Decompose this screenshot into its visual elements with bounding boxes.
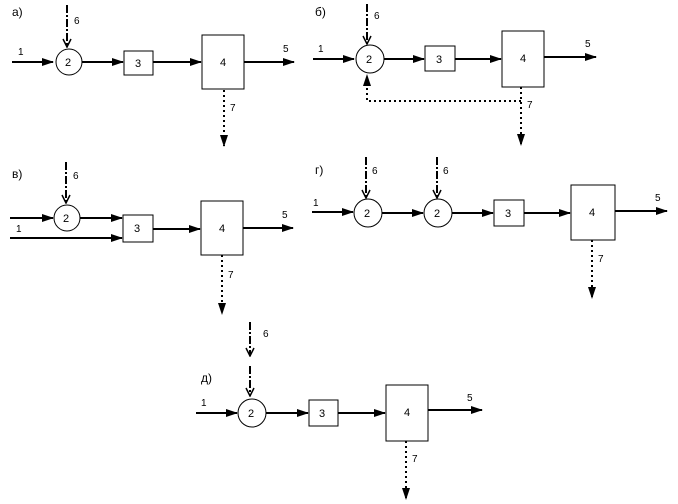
label-6b: 6 [443, 166, 449, 177]
label-4: 4 [589, 207, 595, 219]
label-6: 6 [263, 329, 269, 340]
panel-a: а) 1 6 2 3 4 5 7 [12, 5, 295, 147]
label-4: 4 [219, 223, 225, 235]
label-5: 5 [585, 39, 591, 50]
label-7: 7 [598, 254, 604, 265]
label-3: 3 [436, 54, 442, 66]
label-6: 6 [73, 171, 79, 182]
label-2: 2 [63, 213, 69, 225]
label-7: 7 [230, 103, 236, 114]
label-7: 7 [412, 454, 418, 465]
label-5: 5 [283, 44, 289, 55]
label-1: 1 [318, 44, 324, 55]
panel-label-v: в) [12, 167, 22, 181]
label-3: 3 [134, 223, 140, 235]
panel-label-g: г) [315, 163, 323, 177]
label-3: 3 [319, 408, 325, 420]
label-1: 1 [16, 224, 22, 235]
box-3 [424, 45, 456, 72]
label-1: 1 [313, 198, 319, 209]
label-2a: 2 [364, 208, 370, 220]
label-5: 5 [282, 210, 288, 221]
box-4 [201, 34, 245, 90]
box-3 [493, 199, 525, 227]
box-3 [123, 50, 154, 76]
box-3 [122, 214, 154, 243]
label-6: 6 [74, 16, 80, 27]
panel-g: г) 1 6 2 6 2 3 4 5 7 [312, 157, 668, 299]
panel-label-d: д) [201, 371, 212, 385]
panel-label-a: а) [12, 5, 23, 19]
label-1: 1 [201, 398, 207, 409]
label-4: 4 [520, 53, 526, 65]
panel-b: б) 1 6 2 3 4 5 7 [313, 4, 597, 146]
label-6a: 6 [372, 166, 378, 177]
label-6: 6 [374, 11, 380, 22]
label-3: 3 [505, 208, 511, 220]
box-4 [385, 384, 429, 442]
label-7: 7 [527, 100, 533, 111]
label-2b: 2 [434, 208, 440, 220]
label-2: 2 [366, 54, 372, 66]
label-5: 5 [655, 193, 661, 204]
label-7: 7 [228, 270, 234, 281]
box-4 [501, 30, 545, 88]
label-4: 4 [220, 57, 226, 69]
label-4: 4 [404, 407, 410, 419]
panel-d: д) 6 1 2 3 4 5 7 [196, 322, 483, 500]
recycle-loop [363, 74, 521, 102]
box-4 [570, 184, 616, 241]
label-2: 2 [248, 408, 254, 420]
label-1: 1 [18, 47, 24, 58]
panel-label-b: б) [315, 5, 326, 19]
panel-v: в) 6 2 1 3 4 5 7 [10, 162, 294, 315]
label-2: 2 [65, 57, 71, 69]
label-5: 5 [467, 393, 473, 404]
label-3: 3 [135, 58, 141, 70]
